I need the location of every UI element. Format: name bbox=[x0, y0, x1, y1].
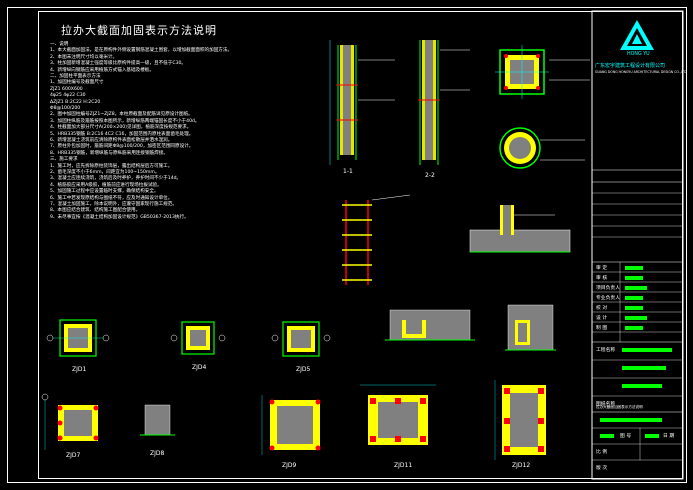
drawing-no-label: 图 号 bbox=[620, 434, 632, 439]
section-1-1 bbox=[329, 40, 395, 165]
company-name-en: GUANG DONG HONGYU ARCHITECTURAL DESIGN C… bbox=[595, 70, 687, 74]
note-line: 3、柱加固新增混凝土强度等级比原构件提高一级，且不低于C30。 bbox=[50, 61, 187, 67]
note-line: 6、新增混凝土浇筑前应清除原构件表面松散层并洒水湿润。 bbox=[50, 138, 173, 143]
note-line: ΔZJZ1 B:2C22 H:2C20 bbox=[50, 99, 101, 105]
detail-beam-section bbox=[385, 309, 475, 341]
note-line: 3、混凝土应连续浇筑，浇筑后及时养护，养护时间不少于14d。 bbox=[50, 176, 182, 182]
label-zjd8: ZJD8 bbox=[150, 450, 165, 457]
detail-corner bbox=[505, 304, 556, 351]
note-line: 三、施工要求 bbox=[50, 157, 78, 163]
column-section-square bbox=[495, 45, 590, 99]
scale-label: 比 例 bbox=[596, 450, 608, 455]
tb-row-0: 审 定 bbox=[596, 266, 608, 271]
tb-row-4: 校 对 bbox=[596, 306, 608, 311]
note-line: 8、本图应结合建筑、结构施工图配合使用。 bbox=[50, 208, 141, 214]
tb-row-6: 制 图 bbox=[596, 326, 608, 331]
tb-row-2: 项目负责人 bbox=[596, 286, 620, 291]
detail-zjd9 bbox=[261, 395, 321, 455]
label-zjd1: ZJD1 bbox=[72, 366, 87, 373]
note-line: 3、加固柱纵筋及箍筋按照本图所示，新增纵筋两端锚固长度不小于40d。 bbox=[50, 118, 200, 124]
note-line: 4、柱截面加大部分尺寸A(200×200)见详图，植筋深度按规范要求。 bbox=[50, 125, 192, 131]
note-line: 7、混凝土加固施工，除本说明外，应遵守国家现行施工规范。 bbox=[50, 202, 177, 207]
foundation-detail bbox=[469, 205, 571, 253]
label-section-2-2: 2-2 bbox=[425, 172, 435, 179]
company-name: 广东宏宇建筑工程设计有限公司 bbox=[595, 63, 666, 69]
note-line: 1、本大截面加固法，是在原构件外侧设置钢筋混凝土围套，以增加截面面积的加固方法。 bbox=[50, 48, 233, 54]
label-zjd4: ZJD4 bbox=[192, 364, 207, 371]
note-line: 5、加固施工过程中应设置临时支撑，确保结构安全。 bbox=[50, 189, 159, 195]
detail-zjd5 bbox=[271, 321, 331, 357]
note-line: 6、施工中若发现原结构与图纸不符，应及时通知设计单位。 bbox=[50, 195, 173, 201]
date-label: 日 期 bbox=[663, 434, 675, 439]
drawing-title: 拉办大截面加固表示方法说明 bbox=[61, 24, 217, 37]
rebar-elevation bbox=[342, 194, 411, 285]
note-line: 1、施工时，应先拆除原柱装饰层，露出结构层后方可施工。 bbox=[50, 163, 173, 169]
column-section-circle bbox=[499, 127, 585, 169]
note-line: ZJZ1 600X600 bbox=[50, 86, 83, 92]
tb-row-5: 设 计 bbox=[596, 316, 608, 321]
note-line: 4、新增纵向钢筋应采用植筋方式锚入基础及楼板。 bbox=[50, 67, 154, 73]
note-line: 一、说明 bbox=[50, 42, 69, 47]
label-section-1-1: 1-1 bbox=[343, 168, 353, 175]
detail-zjd11 bbox=[360, 384, 436, 445]
tb-row-1: 审 核 bbox=[596, 276, 608, 281]
note-line: 4φ25 4φ22 C30 bbox=[50, 93, 86, 99]
label-zjd11: ZJD11 bbox=[394, 462, 413, 469]
note-line: 2、凿毛深度不小于6mm，间距宜为100~150mm。 bbox=[50, 170, 160, 175]
project-label: 工程名称 bbox=[596, 348, 616, 353]
label-zjd7: ZJD7 bbox=[66, 452, 81, 459]
note-line: 7、原柱外包加固时，箍筋间距Φ8@100/200，加密区范围同原设计。 bbox=[50, 144, 194, 150]
note-line: 4、植筋胶应采用A级胶，植筋前应进行现场拉拔试验。 bbox=[50, 182, 162, 188]
note-line: 2、本图未注明尺寸均以毫米计。 bbox=[50, 54, 118, 60]
note-line: 2、图中加固柱编号ZJZ1~ZJZ8，本柱原截面及配筋详见原设计图纸。 bbox=[50, 112, 193, 118]
section-2-2 bbox=[418, 40, 470, 165]
drawing-name-value: 拉办大截面加固表示方法说明 bbox=[596, 405, 643, 409]
label-zjd5: ZJD5 bbox=[296, 366, 311, 373]
note-line: 5、HRB335钢筋 B:2C16 4C2 C16，加固范围内原柱表面凿毛处理。 bbox=[50, 131, 194, 137]
version-label: 版 次 bbox=[596, 466, 608, 471]
logo-text: HONG YU bbox=[627, 52, 650, 57]
detail-zjd8 bbox=[140, 404, 175, 436]
tb-row-3: 专业负责人 bbox=[596, 296, 620, 301]
label-zjd12: ZJD12 bbox=[512, 462, 531, 469]
drawing-name-label: 图纸名称 bbox=[596, 402, 616, 407]
title-block bbox=[591, 10, 684, 480]
detail-zjd7 bbox=[41, 393, 99, 450]
drawing-outer-border bbox=[7, 7, 687, 483]
detail-zjd12 bbox=[494, 380, 546, 460]
note-line: 二、加固柱平面表示方法 bbox=[50, 74, 101, 79]
label-zjd9: ZJD9 bbox=[282, 462, 297, 469]
note-line: 1、加固柱编号及截面尺寸 bbox=[50, 80, 104, 86]
note-line: 9、未尽事宜按《混凝土结构加固设计规范》GB50367-2013执行。 bbox=[50, 214, 189, 220]
note-line: Φ8@100/200 bbox=[50, 106, 81, 111]
detail-zjd4 bbox=[170, 321, 226, 355]
note-line: 8、HRB335钢筋，新增纵筋与原纵筋采用连接钢筋焊接。 bbox=[50, 150, 168, 156]
detail-zjd1 bbox=[46, 319, 110, 357]
